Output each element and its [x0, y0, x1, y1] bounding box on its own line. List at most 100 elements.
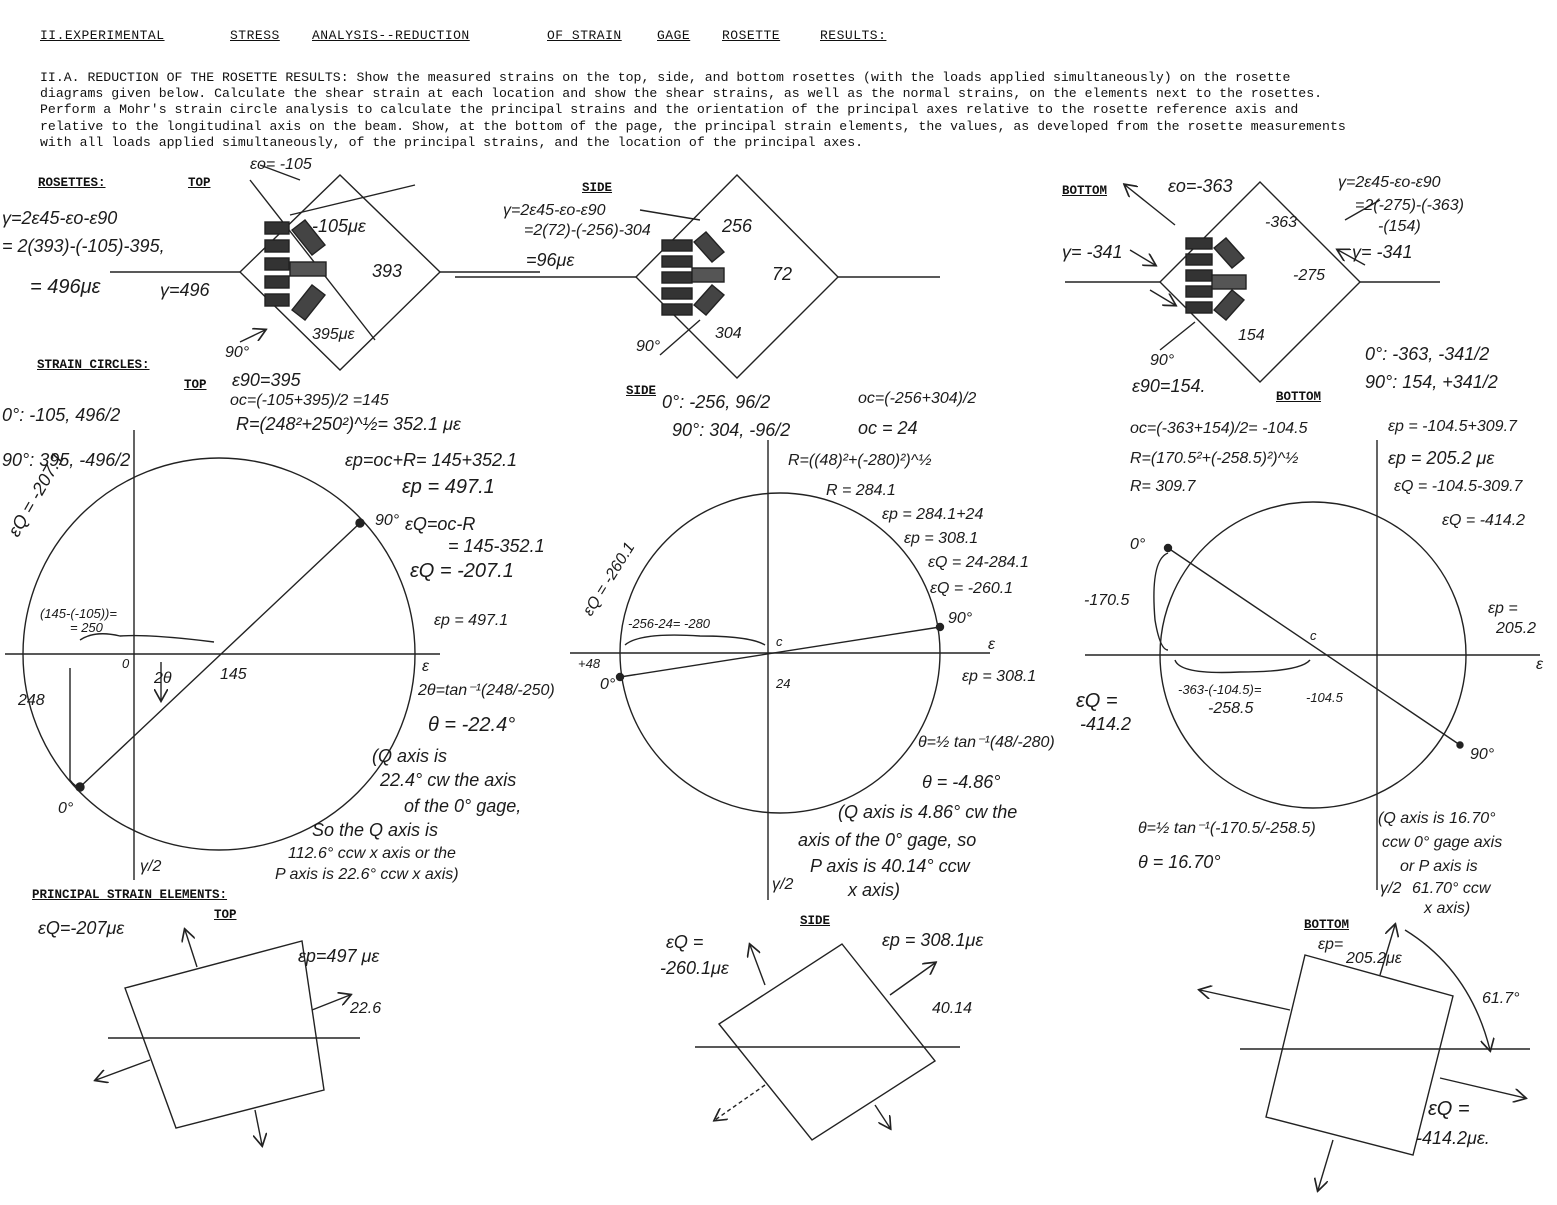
side-point90-coords: 90°: 304, -96/2 — [672, 420, 791, 440]
bottom-element-label: BOTTOM — [1304, 918, 1350, 932]
top-ep: εp = 497.1 — [402, 476, 495, 498]
bottom-label-1705: -170.5 — [1084, 592, 1130, 609]
top-gamma-short: γ=496 — [160, 280, 210, 300]
instruction-line: diagrams given below. Calculate the shea… — [40, 86, 1323, 102]
top-ep-formula: εp=oc+R= 145+352.1 — [345, 450, 518, 470]
top-ep-point: εp = 497.1 — [434, 612, 509, 629]
bottom-ep-side2: 205.2 — [1496, 620, 1537, 637]
bottom-mohr-circle — [1085, 440, 1540, 890]
top-label-145: 145 — [220, 666, 247, 683]
side-note2: axis of the 0° gage, so — [798, 830, 977, 850]
top-gage-45: 393 — [372, 261, 403, 281]
top-element-angle: 22.6 — [350, 1000, 382, 1017]
top-note3: of the 0° gage, — [404, 796, 522, 816]
side-point-0 — [615, 672, 625, 682]
top-principal-element — [96, 930, 360, 1145]
instruction-line: relative to the longitudinal axis on the… — [40, 118, 1346, 134]
bottom-r2: R= 309.7 — [1130, 478, 1196, 495]
bottom-e0: εo=-363 — [1168, 176, 1233, 196]
title-part-3: ANALYSIS--REDUCTION — [312, 28, 470, 43]
side-ep-point: εp = 308.1 — [962, 668, 1037, 685]
bottom-gamma-sub: =2(-275)-(-363) — [1355, 197, 1464, 214]
top-label-o: 0 — [122, 656, 130, 671]
principal-elements-label: PRINCIPAL STRAIN ELEMENTS: — [32, 888, 228, 902]
bottom-point-0 — [1163, 543, 1173, 553]
bottom-point90-coords: 90°: 154, +341/2 — [1365, 372, 1498, 392]
top-point90-coords: 90°: 395, -496/2 — [2, 450, 131, 470]
top-gamma-formula: γ=2ε45-εo-ε90 — [2, 208, 118, 228]
top-label-e: ε — [422, 658, 430, 675]
top-bracket: (145-(-105))= — [40, 606, 117, 621]
top-two-theta: 2θ=tan⁻¹(248/-250) — [418, 682, 555, 699]
bottom-gamma-sub2: -(154) — [1378, 218, 1421, 235]
side-label: SIDE — [582, 181, 613, 195]
title-part-6: ROSETTE — [722, 28, 781, 43]
bottom-point0-coords: 0°: -363, -341/2 — [1365, 344, 1490, 364]
side-mohr-circle — [570, 440, 990, 900]
side-element-eq: εQ = — [666, 932, 704, 952]
top-label-90: 90° — [375, 512, 400, 529]
bottom-circle-label: BOTTOM — [1276, 390, 1322, 404]
side-note1: (Q axis is 4.86° cw the — [838, 802, 1018, 822]
bottom-e90: ε90=154. — [1132, 376, 1206, 396]
top-label-gamma: γ/2 — [140, 858, 162, 875]
bottom-gamma-right: γ= -341 — [1352, 242, 1413, 262]
side-gage-90: 304 — [715, 325, 742, 342]
bottom-note3: or P axis is — [1400, 858, 1478, 875]
side-plus48: +48 — [578, 656, 601, 671]
bottom-element-eq2: -414.2με. — [1416, 1128, 1490, 1148]
bottom-note2: ccw 0° gage axis — [1382, 834, 1503, 851]
top-r: R=(248²+250²)^½= 352.1 με — [236, 414, 461, 434]
bottom-theta: θ = 16.70° — [1138, 852, 1221, 872]
bottom-gamma-left: γ= -341 — [1062, 242, 1123, 262]
bottom-ep-side: εp = — [1488, 600, 1518, 617]
bottom-ep2: εp = 205.2 με — [1388, 448, 1495, 468]
top-label-2theta: 2θ — [154, 670, 172, 687]
side-ep2: εp = 308.1 — [904, 530, 979, 547]
side-gage-45: 72 — [772, 264, 793, 284]
side-note3: P axis is 40.14° ccw — [810, 856, 970, 876]
instructions-paragraph: II.A. REDUCTION OF THE ROSETTE RESULTS: … — [40, 70, 1520, 151]
side-label-gamma: γ/2 — [772, 876, 794, 893]
bottom-gage-0: -363 — [1265, 214, 1298, 231]
bottom-rosette-diagram — [1065, 181, 1440, 383]
side-r: R=((48)²+(-280)²)^½ — [788, 452, 932, 469]
top-eq-sub: = 145-352.1 — [448, 536, 545, 556]
top-mohr-circle — [5, 430, 440, 880]
side-label-c: c — [776, 634, 783, 649]
top-oc: oc=(-105+395)/2 =145 — [230, 392, 389, 409]
top-point-90 — [355, 518, 365, 528]
side-oc: oc=(-256+304)/2 — [858, 390, 977, 407]
side-label-90: 90° — [948, 610, 973, 627]
side-element-angle: 40.14 — [932, 1000, 973, 1017]
side-element-eq2: -260.1με — [660, 958, 729, 978]
side-label-e: ε — [988, 636, 996, 653]
side-label-24: 24 — [776, 676, 791, 691]
side-principal-element — [695, 944, 960, 1141]
top-bracket2: = 250 — [70, 620, 103, 635]
bottom-bracket: -363-(-104.5)= — [1178, 682, 1262, 697]
bottom-label-1045: -104.5 — [1306, 690, 1343, 705]
bottom-theta-formula: θ=½ tan⁻¹(-170.5/-258.5) — [1138, 820, 1316, 837]
top-note1: (Q axis is — [372, 746, 448, 766]
top-label-248: 248 — [18, 692, 45, 709]
top-e90: ε90=395 — [232, 370, 301, 390]
bottom-element-angle: 61.7° — [1482, 990, 1520, 1007]
side-element-ep: εp = 308.1με — [882, 930, 984, 950]
top-gamma-result: = 496με — [30, 276, 101, 298]
title-part-7: RESULTS: — [820, 28, 887, 43]
bottom-eq-side: εQ = — [1076, 690, 1118, 712]
bottom-eq-side2: -414.2 — [1080, 714, 1132, 734]
top-point0-coords: 0°: -105, 496/2 — [2, 405, 121, 425]
top-element-ep: εp=497 με — [298, 946, 380, 966]
top-gage-0: -105με — [312, 216, 366, 236]
side-note4: x axis) — [848, 880, 901, 900]
instruction-line: with all loads applied simultaneously, o… — [40, 134, 864, 150]
bottom-ep1: εp = -104.5+309.7 — [1388, 418, 1517, 435]
top-label-0deg: 0° — [58, 800, 74, 817]
side-label-0: 0° — [600, 676, 616, 693]
side-gamma-sub: =2(72)-(-256)-304 — [524, 222, 651, 239]
top-element-eq: εQ=-207με — [38, 918, 125, 938]
rosettes-label: ROSETTES: — [38, 176, 106, 190]
bottom-note1: (Q axis is 16.70° — [1378, 810, 1496, 827]
